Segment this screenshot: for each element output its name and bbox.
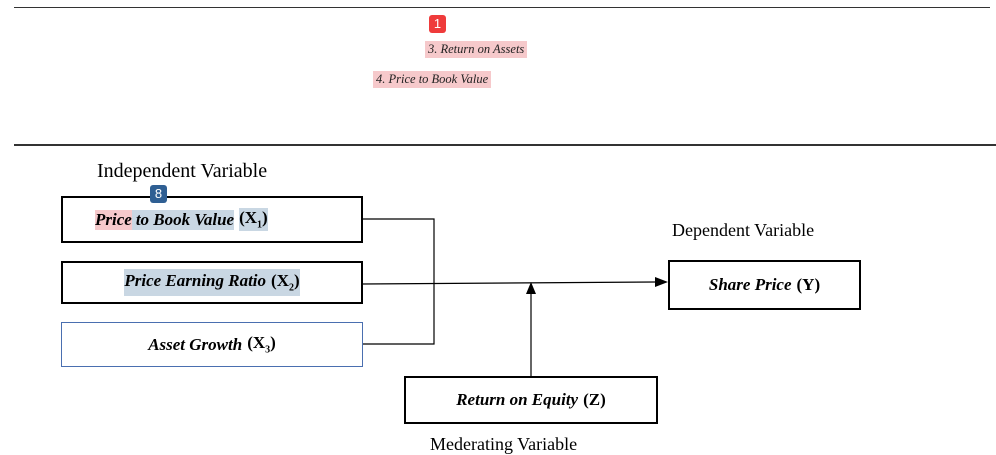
list-item-return-on-assets: 3. Return on Assets bbox=[425, 41, 528, 58]
share-price-label: Share Price bbox=[708, 275, 792, 294]
price-to-book-value-part1: Price bbox=[95, 209, 132, 230]
asset-growth-label: Asset Growth bbox=[148, 334, 243, 354]
price-to-book-value-box: Price to Book Value (X1) bbox=[61, 196, 363, 243]
share-price-box: Share Price (Y) bbox=[668, 260, 861, 310]
annotation-marker-8[interactable]: 8 bbox=[150, 185, 167, 203]
connector-x1 bbox=[362, 218, 435, 345]
y-symbol: (Y) bbox=[796, 275, 821, 294]
asset-growth-box: Asset Growth (X3) bbox=[61, 322, 363, 367]
x3-symbol: (X3) bbox=[247, 333, 276, 356]
dependent-variable-heading: Dependent Variable bbox=[672, 220, 815, 240]
x2-symbol: (X2) bbox=[271, 271, 300, 294]
price-to-book-value-part2: to Book Value bbox=[131, 209, 235, 230]
x1-symbol: (X1) bbox=[239, 208, 268, 231]
price-earning-ratio-label: Price Earning Ratio bbox=[124, 271, 267, 291]
arrow-to-share-price-head bbox=[655, 277, 668, 287]
return-on-equity-label: Return on Equity bbox=[456, 390, 579, 409]
z-symbol: (Z) bbox=[583, 390, 606, 409]
list-item-price-to-book-value: 4. Price to Book Value bbox=[373, 71, 492, 88]
moderating-variable-heading: Mederating Variable bbox=[430, 434, 578, 454]
independent-variable-heading: Independent Variable bbox=[97, 160, 268, 182]
price-earning-ratio-box: Price Earning Ratio(X2) bbox=[61, 261, 363, 304]
moderator-arrow-head bbox=[526, 282, 536, 294]
price-earning-ratio-highlight: Price Earning Ratio(X2) bbox=[124, 269, 300, 296]
return-on-equity-box: Return on Equity (Z) bbox=[404, 376, 658, 424]
arrow-to-share-price-line bbox=[361, 281, 656, 285]
annotation-marker-1[interactable]: 1 bbox=[429, 15, 446, 33]
top-rule bbox=[14, 7, 990, 8]
section-rule bbox=[14, 144, 996, 146]
